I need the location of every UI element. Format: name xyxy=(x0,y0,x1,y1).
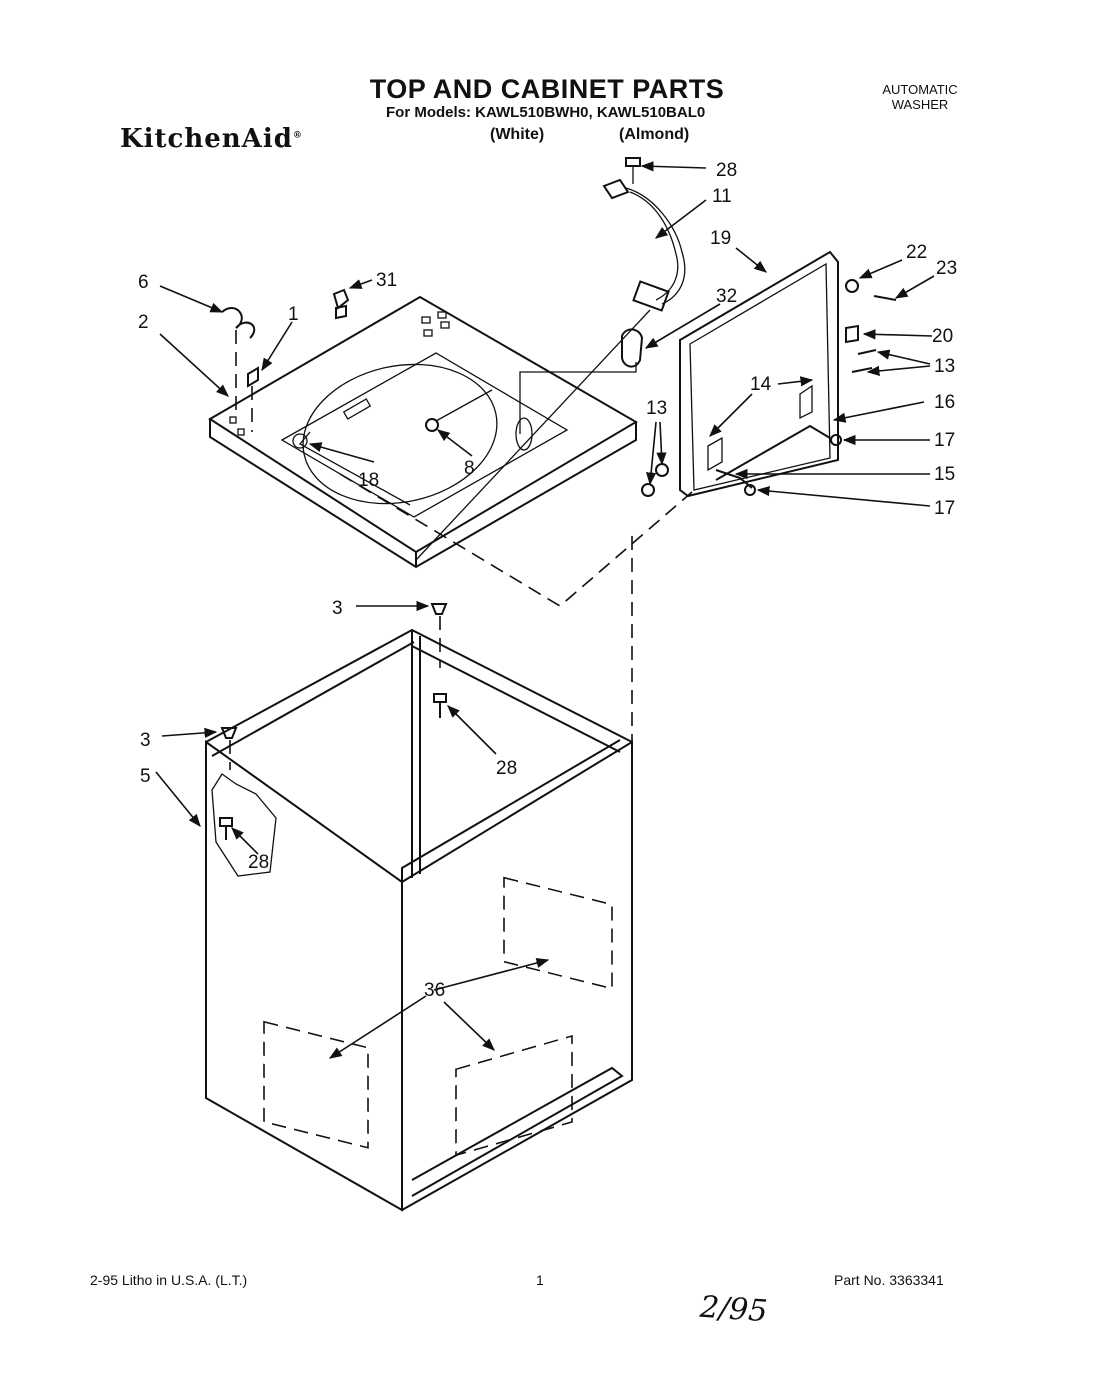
callout-15: 15 xyxy=(934,464,955,485)
footer-litho: 2-95 Litho in U.S.A. (L.T.) xyxy=(90,1272,248,1288)
callout-28-c: 28 xyxy=(248,852,269,873)
callout-11: 11 xyxy=(712,186,732,207)
screw-28-inset xyxy=(219,817,233,840)
product-type-line1: AUTOMATIC xyxy=(882,82,958,97)
callout-23: 23 xyxy=(936,258,957,279)
lid-switch-opening xyxy=(515,417,533,451)
callout-14: 14 xyxy=(750,374,772,395)
callout-13-a: 13 xyxy=(934,356,955,377)
hinge-rod-16 xyxy=(715,424,831,481)
screw-28-top xyxy=(625,157,641,184)
callout-28-a: 28 xyxy=(716,160,737,181)
callout-36: 36 xyxy=(424,980,445,1001)
lid-switch-leader xyxy=(519,362,637,434)
lid-19 xyxy=(679,250,839,498)
callout-labels: 28 11 19 22 23 6 31 1 2 32 20 13 14 16 1… xyxy=(138,160,957,1001)
bushing-17-upper xyxy=(830,434,842,446)
clip-3-top xyxy=(430,603,448,615)
callout-5: 5 xyxy=(140,766,151,787)
page-title: TOP AND CABINET PARTS xyxy=(369,74,725,104)
cabinet-5 xyxy=(205,628,633,1212)
brand-name: KitchenAid xyxy=(120,124,293,154)
footer-page-number: 1 xyxy=(536,1272,544,1288)
clip-1 xyxy=(247,366,259,388)
handwritten-date-note: 2/95 xyxy=(698,1289,769,1330)
callout-28-b: 28 xyxy=(496,758,517,779)
top-panel xyxy=(208,295,638,569)
fill-hose-nozzle xyxy=(292,433,308,449)
callout-6: 6 xyxy=(138,272,149,293)
product-type-line2: WASHER xyxy=(891,97,949,112)
callout-31: 31 xyxy=(376,270,397,291)
models-line: For Models: KAWL510BWH0, KAWL510BAL0 xyxy=(386,104,706,121)
callout-22: 22 xyxy=(906,242,927,263)
callout-3-a: 3 xyxy=(332,598,343,619)
lid-switch-harness-11 xyxy=(415,178,686,561)
clip-3-left xyxy=(220,727,238,739)
bushing-17-lower xyxy=(744,484,756,496)
callout-19: 19 xyxy=(710,228,731,249)
callout-2: 2 xyxy=(138,312,149,333)
product-type: AUTOMATIC WASHER xyxy=(870,82,970,112)
clip-20 xyxy=(845,324,859,344)
screw-28-cabinet xyxy=(433,693,447,718)
callout-18: 18 xyxy=(358,470,379,491)
variant-white: (White) xyxy=(490,126,545,143)
callout-leaders xyxy=(155,161,935,1059)
callout-16: 16 xyxy=(934,392,955,413)
part-31 xyxy=(332,288,350,320)
bracket-32 xyxy=(621,328,644,368)
screw-13-d xyxy=(641,483,655,497)
callout-17-a: 17 xyxy=(934,430,955,451)
washer-22 xyxy=(845,279,859,293)
screw-8 xyxy=(425,389,493,432)
callout-3-b: 3 xyxy=(140,730,151,751)
screw-13-c xyxy=(655,463,669,477)
variant-almond: (Almond) xyxy=(619,126,690,143)
footer-part-number: Part No. 3363341 xyxy=(834,1272,944,1288)
callout-1: 1 xyxy=(288,304,299,325)
brand-logo: KitchenAid® xyxy=(120,124,303,154)
callout-8: 8 xyxy=(464,458,475,479)
screw-13-a xyxy=(857,349,877,355)
callout-32: 32 xyxy=(716,286,737,307)
clip-6 xyxy=(221,307,256,339)
registered-mark: ® xyxy=(292,130,303,141)
screw-23 xyxy=(873,295,897,301)
callout-13-b: 13 xyxy=(646,398,667,419)
callout-17-b: 17 xyxy=(934,498,955,519)
callout-20: 20 xyxy=(932,326,953,347)
